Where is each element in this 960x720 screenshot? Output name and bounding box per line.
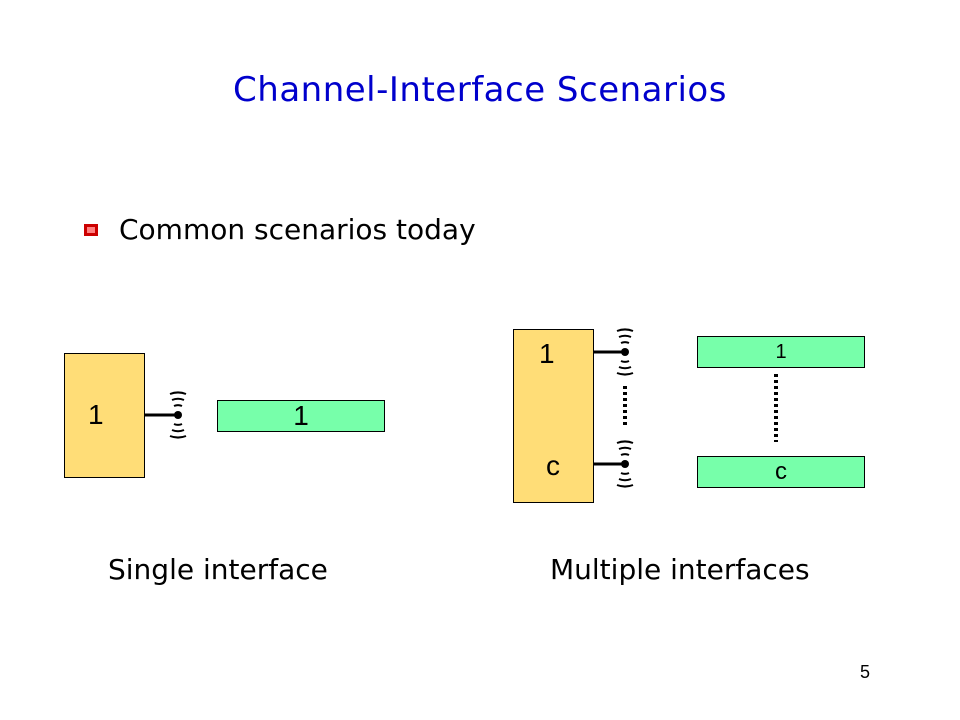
page-number: 5 [860,662,871,682]
antenna-icon [169,391,187,439]
slide-title: Channel-Interface Scenarios [233,70,727,110]
multi-channel-top: 1 [697,336,865,368]
square-bullet-icon [84,224,98,236]
multi-channel-bottom: c [697,456,865,488]
multi-node [513,329,594,503]
single-channel-label: 1 [293,400,309,431]
single-node-label: 1 [88,399,104,430]
single-node [64,353,145,478]
multi-node-label-top: 1 [539,338,555,369]
multi-channel-bottom-label: c [775,458,787,485]
bullet-text: Common scenarios today [119,213,476,246]
single-caption: Single interface [108,553,328,586]
multi-node-label-bottom: c [546,450,560,481]
multi-channel-top-label: 1 [775,340,787,363]
multi-caption: Multiple interfaces [550,553,810,586]
antenna-icon [616,440,634,488]
antenna-icon [616,328,634,376]
single-channel: 1 [217,400,385,432]
